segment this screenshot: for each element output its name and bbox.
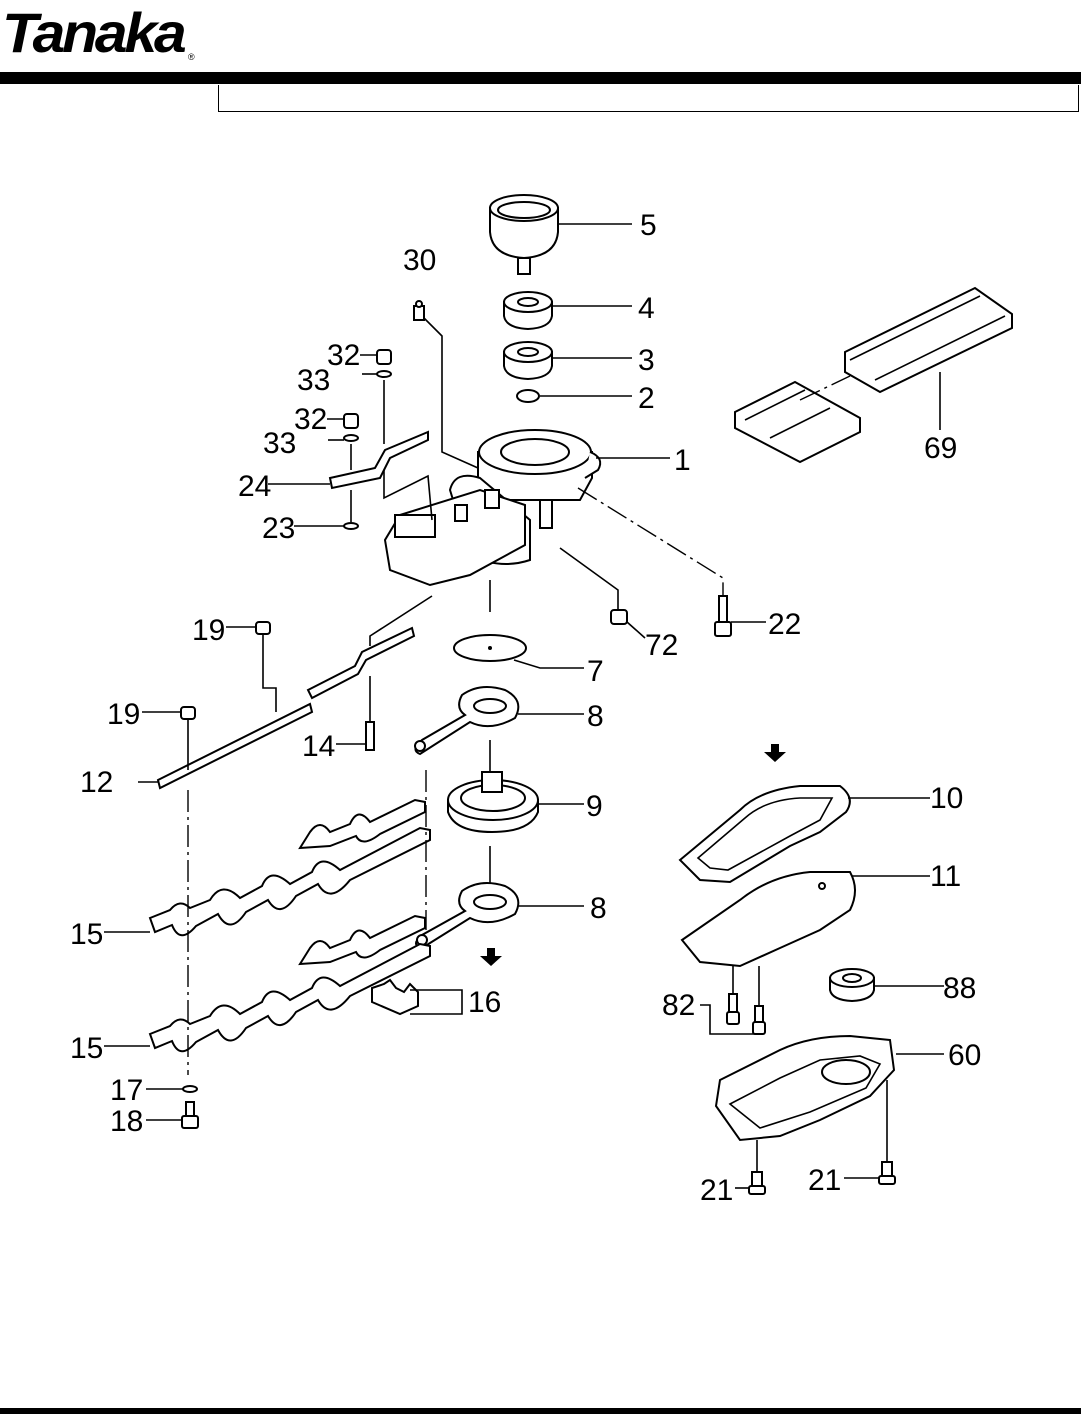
part-2-snap-ring — [516, 389, 632, 403]
part-33-washer-a — [362, 370, 392, 378]
page-title-box — [218, 85, 1079, 112]
part-1-gear-case — [383, 429, 670, 587]
part-88-bearing — [829, 968, 944, 1003]
callout-11: 11 — [930, 860, 961, 893]
part-15-blade-upper — [104, 798, 431, 937]
part-69-blade-cover — [734, 286, 1013, 464]
arrow-down-icon-right — [764, 744, 786, 762]
part-24-washer — [294, 490, 359, 530]
callout-12: 12 — [80, 766, 113, 799]
part-15-blade-lower — [104, 770, 431, 1075]
part-17-washer — [146, 1085, 198, 1093]
callout-15b: 15 — [70, 1032, 103, 1065]
part-21-screw-b — [844, 1080, 896, 1185]
callout-7: 7 — [587, 655, 604, 688]
callout-15a: 15 — [70, 918, 103, 951]
part-22-grease-nipple — [413, 300, 479, 469]
callout-30: 24 — [238, 470, 271, 503]
part-23-screw — [577, 487, 766, 637]
callout-60: 60 — [948, 1039, 981, 1072]
callout-19a: 19 — [192, 614, 225, 647]
callout-23: 22 — [768, 608, 801, 641]
callout-32a: 32 — [327, 339, 360, 372]
callout-33a: 33 — [297, 364, 330, 397]
callout-33b: 33 — [263, 427, 296, 460]
callout-8a: 8 — [587, 700, 604, 733]
part-12-blade-bar — [138, 595, 433, 790]
part-4-bearing — [503, 291, 632, 331]
part-19-nut-b — [142, 706, 196, 770]
callout-14: 14 — [302, 730, 335, 763]
part-18-bolt — [146, 1101, 199, 1129]
callout-18: 18 — [110, 1105, 143, 1138]
part-72-nut — [559, 547, 646, 639]
callout-88: 88 — [943, 972, 976, 1005]
part-3-bearing — [503, 341, 632, 381]
part-7-spacer-disc — [453, 580, 584, 669]
callout-16: 16 — [468, 986, 501, 1019]
part-19-nut-a — [226, 621, 277, 712]
callout-72: 72 — [645, 629, 678, 662]
part-30-connecting-rod — [268, 380, 433, 521]
callout-2: 2 — [638, 382, 655, 415]
callout-82: 82 — [662, 989, 695, 1022]
callout-69: 69 — [924, 432, 957, 465]
callout-10: 10 — [930, 782, 963, 815]
part-33-washer-b — [328, 434, 359, 442]
part-16-blade-guide — [371, 978, 463, 1016]
callout-32b: 32 — [294, 403, 327, 436]
callout-24: 23 — [262, 512, 295, 545]
callout-17: 17 — [110, 1074, 143, 1107]
part-32-nut-b — [327, 413, 359, 429]
part-5-cup — [489, 194, 632, 275]
callout-21b: 21 — [808, 1164, 841, 1197]
part-21-screw-a — [735, 1140, 766, 1195]
callout-5: 5 — [640, 209, 657, 242]
part-60-housing — [714, 1034, 944, 1142]
callout-21a: 21 — [700, 1174, 733, 1207]
part-9-gear — [447, 740, 584, 834]
registered-mark: ® — [188, 52, 195, 62]
part-8-crank-plate-lower — [415, 846, 584, 950]
brand-logo: Tanaka — [2, 1, 187, 64]
part-11-cover-plate — [680, 871, 930, 968]
arrow-down-icon — [480, 948, 502, 966]
callout-19b: 19 — [107, 698, 140, 731]
callout-4: 4 — [638, 292, 655, 325]
callout-1: 1 — [674, 444, 691, 477]
part-32-nut-a — [360, 349, 392, 365]
part-14-bolt — [336, 676, 375, 751]
callout-8b: 8 — [590, 892, 607, 925]
header-rule — [0, 72, 1081, 84]
callout-9: 9 — [586, 790, 603, 823]
part-82-screws — [700, 966, 766, 1035]
callout-3: 3 — [638, 344, 655, 377]
footer-rule — [0, 1408, 1081, 1414]
part-10-gasket — [678, 785, 930, 884]
callout-22: 30 — [403, 244, 436, 277]
part-8-crank-plate-upper — [414, 685, 584, 756]
